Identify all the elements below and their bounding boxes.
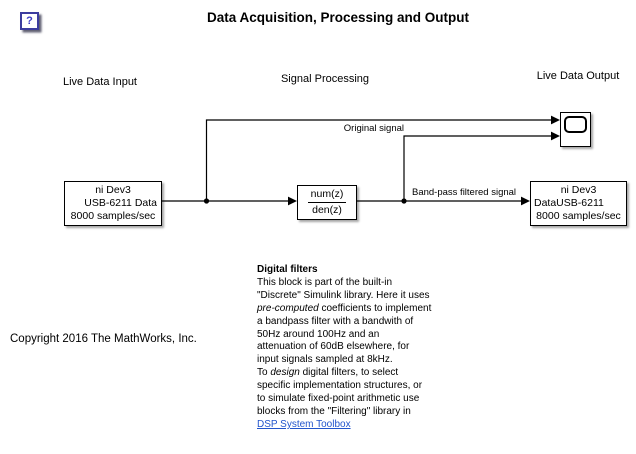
annotation-text: digital filters, to select (299, 367, 399, 379)
arrowhead-output-input (521, 196, 530, 206)
annotation-line: "Discrete" Simulink library. Here it use… (257, 289, 430, 301)
discrete-filter-block[interactable]: num(z) den(z) (297, 185, 357, 220)
annotation-line: blocks from the "Filtering" library in (257, 405, 411, 417)
signal-label-bandpass: Band-pass filtered signal (412, 187, 517, 198)
section-label-live-data-output: Live Data Output (536, 70, 620, 82)
daq-input-line3: 8000 samples/sec (70, 210, 156, 222)
annotation-text: To (257, 367, 271, 379)
annotation-line: specific implementation structures, or (257, 380, 423, 392)
annotation-line: To design digital filters, to select (257, 367, 452, 380)
annotation-line: attenuation of 60dB elsewhere, for (257, 341, 410, 353)
arrowhead-scope-input1 (551, 115, 560, 125)
section-label-signal-processing: Signal Processing (280, 73, 370, 85)
filter-denominator: den(z) (312, 204, 342, 216)
daq-output-line2: DataUSB-6211 (534, 197, 604, 209)
help-button[interactable]: ? (20, 12, 39, 30)
annotation-title: Digital filters (257, 264, 318, 275)
section-label-live-data-input: Live Data Input (63, 76, 137, 88)
daq-output-block[interactable]: ni Dev3 DataUSB-6211 8000 samples/sec (530, 181, 627, 226)
arrowhead-scope-input2 (551, 131, 560, 141)
annotation-line: 50Hz around 100Hz and an (257, 328, 380, 340)
annotation-italic: design (270, 367, 300, 379)
digital-filters-annotation: Digital filters This block is part of th… (257, 264, 452, 432)
arrowhead-filter-input (288, 196, 297, 206)
wire-original-to-scope[interactable] (205, 119, 553, 201)
daq-input-line2: USB-6211 Data (84, 197, 157, 209)
annotation-italic: pre-computed (257, 302, 319, 314)
daq-input-line1: ni Dev3 (95, 184, 131, 196)
daq-output-line1: ni Dev3 (560, 184, 597, 196)
daq-input-block[interactable]: ni Dev3 USB-6211 Data 8000 samples/sec (64, 181, 162, 226)
annotation-line: a bandpass filter with a bandwith of (257, 315, 414, 327)
filter-numerator: num(z) (307, 187, 347, 203)
annotation-line: This block is part of the built-in (257, 276, 393, 288)
annotation-line: input signals sampled at 8kHz. (257, 354, 393, 366)
daq-output-line3: 8000 samples/sec (536, 210, 621, 222)
scope-screen-icon (564, 116, 587, 133)
scope-block[interactable] (560, 112, 591, 147)
annotation-line: to simulate fixed-point arithmetic use (257, 393, 420, 405)
annotation-line: pre-computed coefficients to implement (257, 303, 452, 316)
wire-bandpass-to-scope[interactable] (403, 135, 552, 201)
copyright-text: Copyright 2016 The MathWorks, Inc. (10, 333, 197, 345)
diagram-title: Data Acquisition, Processing and Output (206, 10, 470, 25)
annotation-text: coefficients to implement (318, 302, 432, 314)
dsp-system-toolbox-link[interactable]: DSP System Toolbox (257, 418, 351, 430)
signal-label-original: Original signal (343, 123, 404, 134)
